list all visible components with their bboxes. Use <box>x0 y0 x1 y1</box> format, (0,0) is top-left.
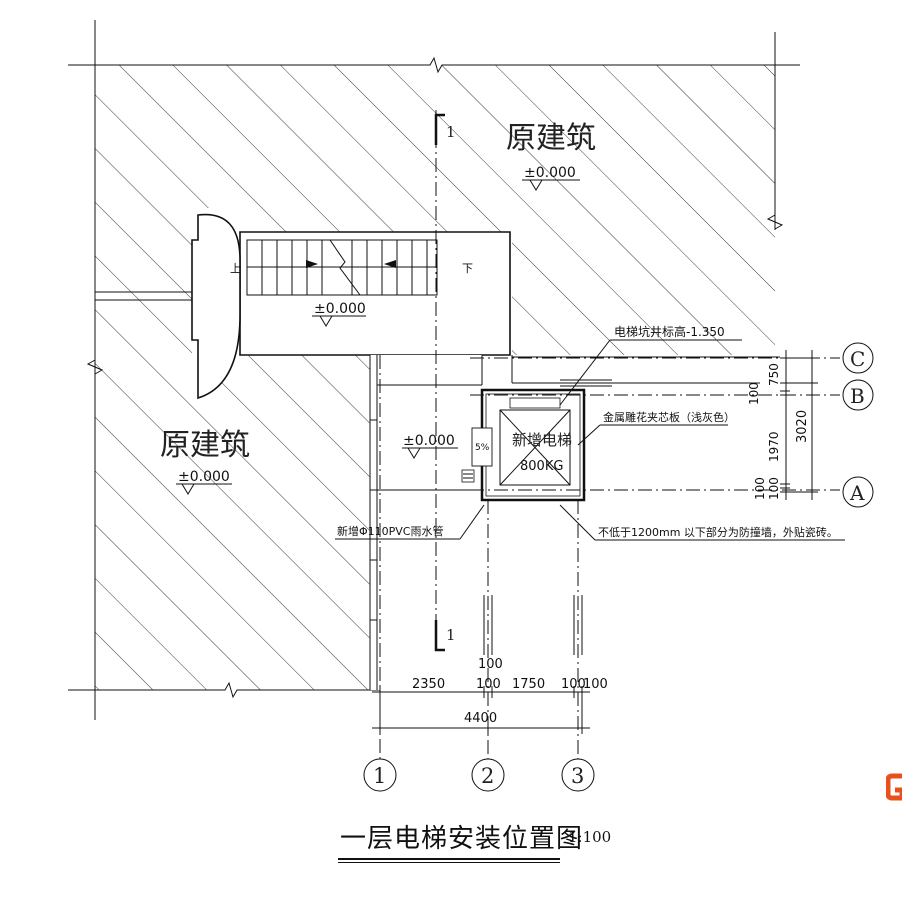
grid-bubble-2: 2 <box>471 758 505 792</box>
stair-down-label: 下 <box>462 262 473 275</box>
dim-right-100-a: 100 <box>747 382 761 405</box>
dim-bottom-100-c: 100 <box>583 677 608 692</box>
elevation-markers <box>176 179 580 495</box>
grid-bubble-A: A <box>842 476 874 508</box>
title-underline-thick <box>338 858 560 860</box>
dim-bottom-100-b: 100 <box>561 677 586 692</box>
pit-level-annotation: 电梯坑井标高-1.350 <box>614 324 725 339</box>
bottom-dimension-chain <box>372 686 590 734</box>
grid-label-C: C <box>850 347 865 371</box>
dim-bottom-100-a: 100 <box>476 677 501 692</box>
dim-right-100-b: 100 <box>753 477 767 500</box>
stair-core-walls <box>95 213 511 400</box>
slope-label: 5% <box>475 443 490 453</box>
section-mark-top: 1 <box>446 123 456 141</box>
elevation-stair: ±0.000 <box>314 301 366 317</box>
leader-lines <box>335 339 845 541</box>
dim-right-total: 3020 <box>795 410 810 443</box>
corridor-walls <box>369 355 780 690</box>
stair-up-label: 上 <box>230 262 241 275</box>
elevator-label-line1: 新增电梯 <box>512 431 572 449</box>
elevation-corridor: ±0.000 <box>403 433 455 449</box>
elevator-shaft <box>461 388 586 502</box>
dim-bottom-2350: 2350 <box>412 677 445 692</box>
dim-right-100-c: 100 <box>767 477 781 500</box>
section-mark-bottom: 1 <box>446 626 456 644</box>
grid-bubble-C: C <box>842 342 874 374</box>
elevation-left: ±0.000 <box>178 469 230 485</box>
grid-label-B: B <box>850 384 865 408</box>
grid-bubble-1: 1 <box>363 758 397 792</box>
grid-label-3: 3 <box>571 764 584 788</box>
stair-treads <box>247 239 437 296</box>
drain-pipe-annotation: 新增Φ110PVC雨水管 <box>337 524 444 538</box>
site-boundary-lines <box>68 20 800 720</box>
dim-bottom-total: 4400 <box>464 711 497 726</box>
elevator-label-line2: 800KG <box>520 459 563 474</box>
right-dimension-chain <box>780 350 818 500</box>
anti-collision-annotation: 不低于1200mm 以下部分为防撞墙，外贴瓷砖。 <box>598 525 838 539</box>
title-underline-thin <box>338 862 560 863</box>
dim-right-750: 750 <box>767 363 781 386</box>
dim-bottom-1750: 1750 <box>512 677 545 692</box>
grid-label-1: 1 <box>373 764 386 788</box>
grid-label-A: A <box>849 481 865 505</box>
grid-bubble-B: B <box>842 379 874 411</box>
section-cut-line <box>434 110 445 652</box>
dim-bottom-top-100: 100 <box>478 657 503 672</box>
grid-label-2: 2 <box>481 764 494 788</box>
drawing-scale: 1:100 <box>568 828 612 846</box>
corner-logo-icon <box>886 773 902 801</box>
dim-right-1970: 1970 <box>767 431 781 462</box>
existing-building-label-left: 原建筑 <box>160 428 250 463</box>
drawing-title: 一层电梯安装位置图 <box>340 824 584 854</box>
panel-annotation: 金属雕花夹芯板（浅灰色） <box>603 410 735 424</box>
existing-building-label-top: 原建筑 <box>506 121 596 156</box>
grid-bubble-3: 3 <box>561 758 595 792</box>
elevation-top: ±0.000 <box>524 165 576 181</box>
